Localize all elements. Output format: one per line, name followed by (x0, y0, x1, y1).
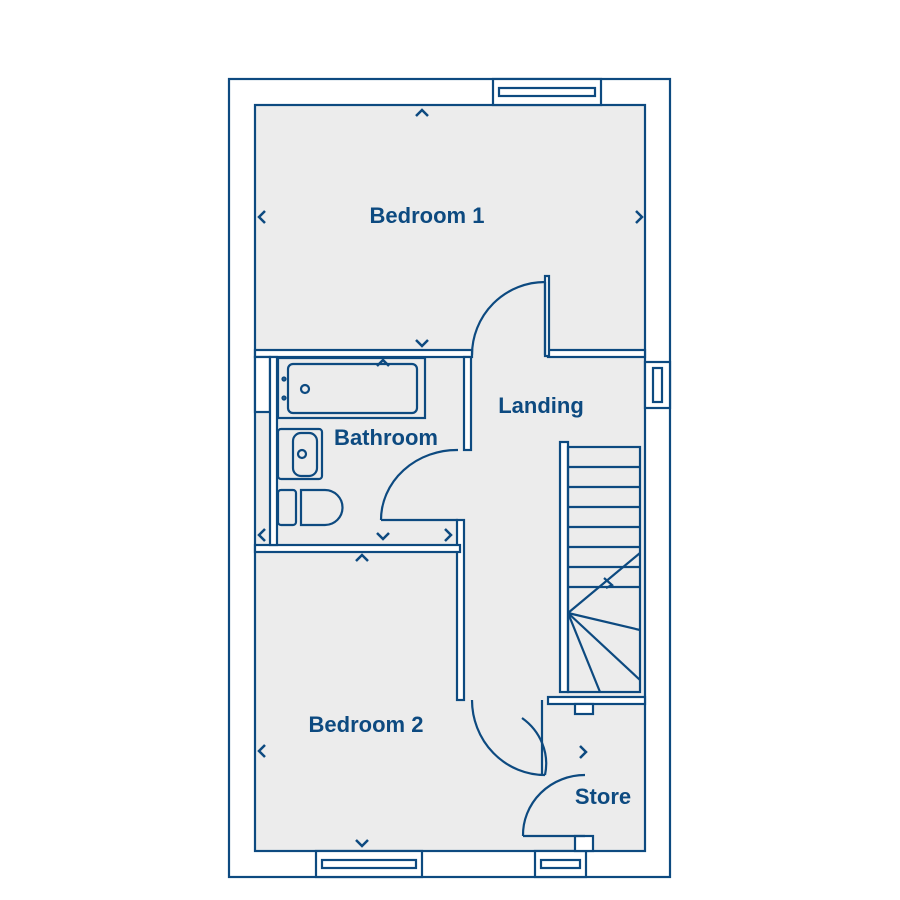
door-bedroom-2 (470, 699, 546, 777)
internal-walls (253, 274, 647, 853)
dimension-markers (257, 108, 644, 848)
room-label-landing: Landing (498, 393, 584, 418)
window-bottom-right (533, 849, 588, 879)
room-label-bedroom-2: Bedroom 2 (308, 712, 424, 737)
room-label-bedroom-1: Bedroom 1 (369, 203, 485, 228)
window-right (643, 360, 672, 410)
door-store (521, 717, 586, 838)
washbasin (276, 427, 324, 481)
bathtub (276, 356, 427, 420)
staircase (566, 445, 642, 694)
window-top (491, 77, 603, 107)
room-label-store: Store (574, 784, 632, 809)
toilet (276, 488, 344, 527)
door-bedroom-1 (470, 280, 547, 356)
room-label-bathroom: Bathroom (334, 425, 438, 450)
door-bathroom (379, 448, 459, 522)
window-bottom-left (314, 849, 424, 879)
